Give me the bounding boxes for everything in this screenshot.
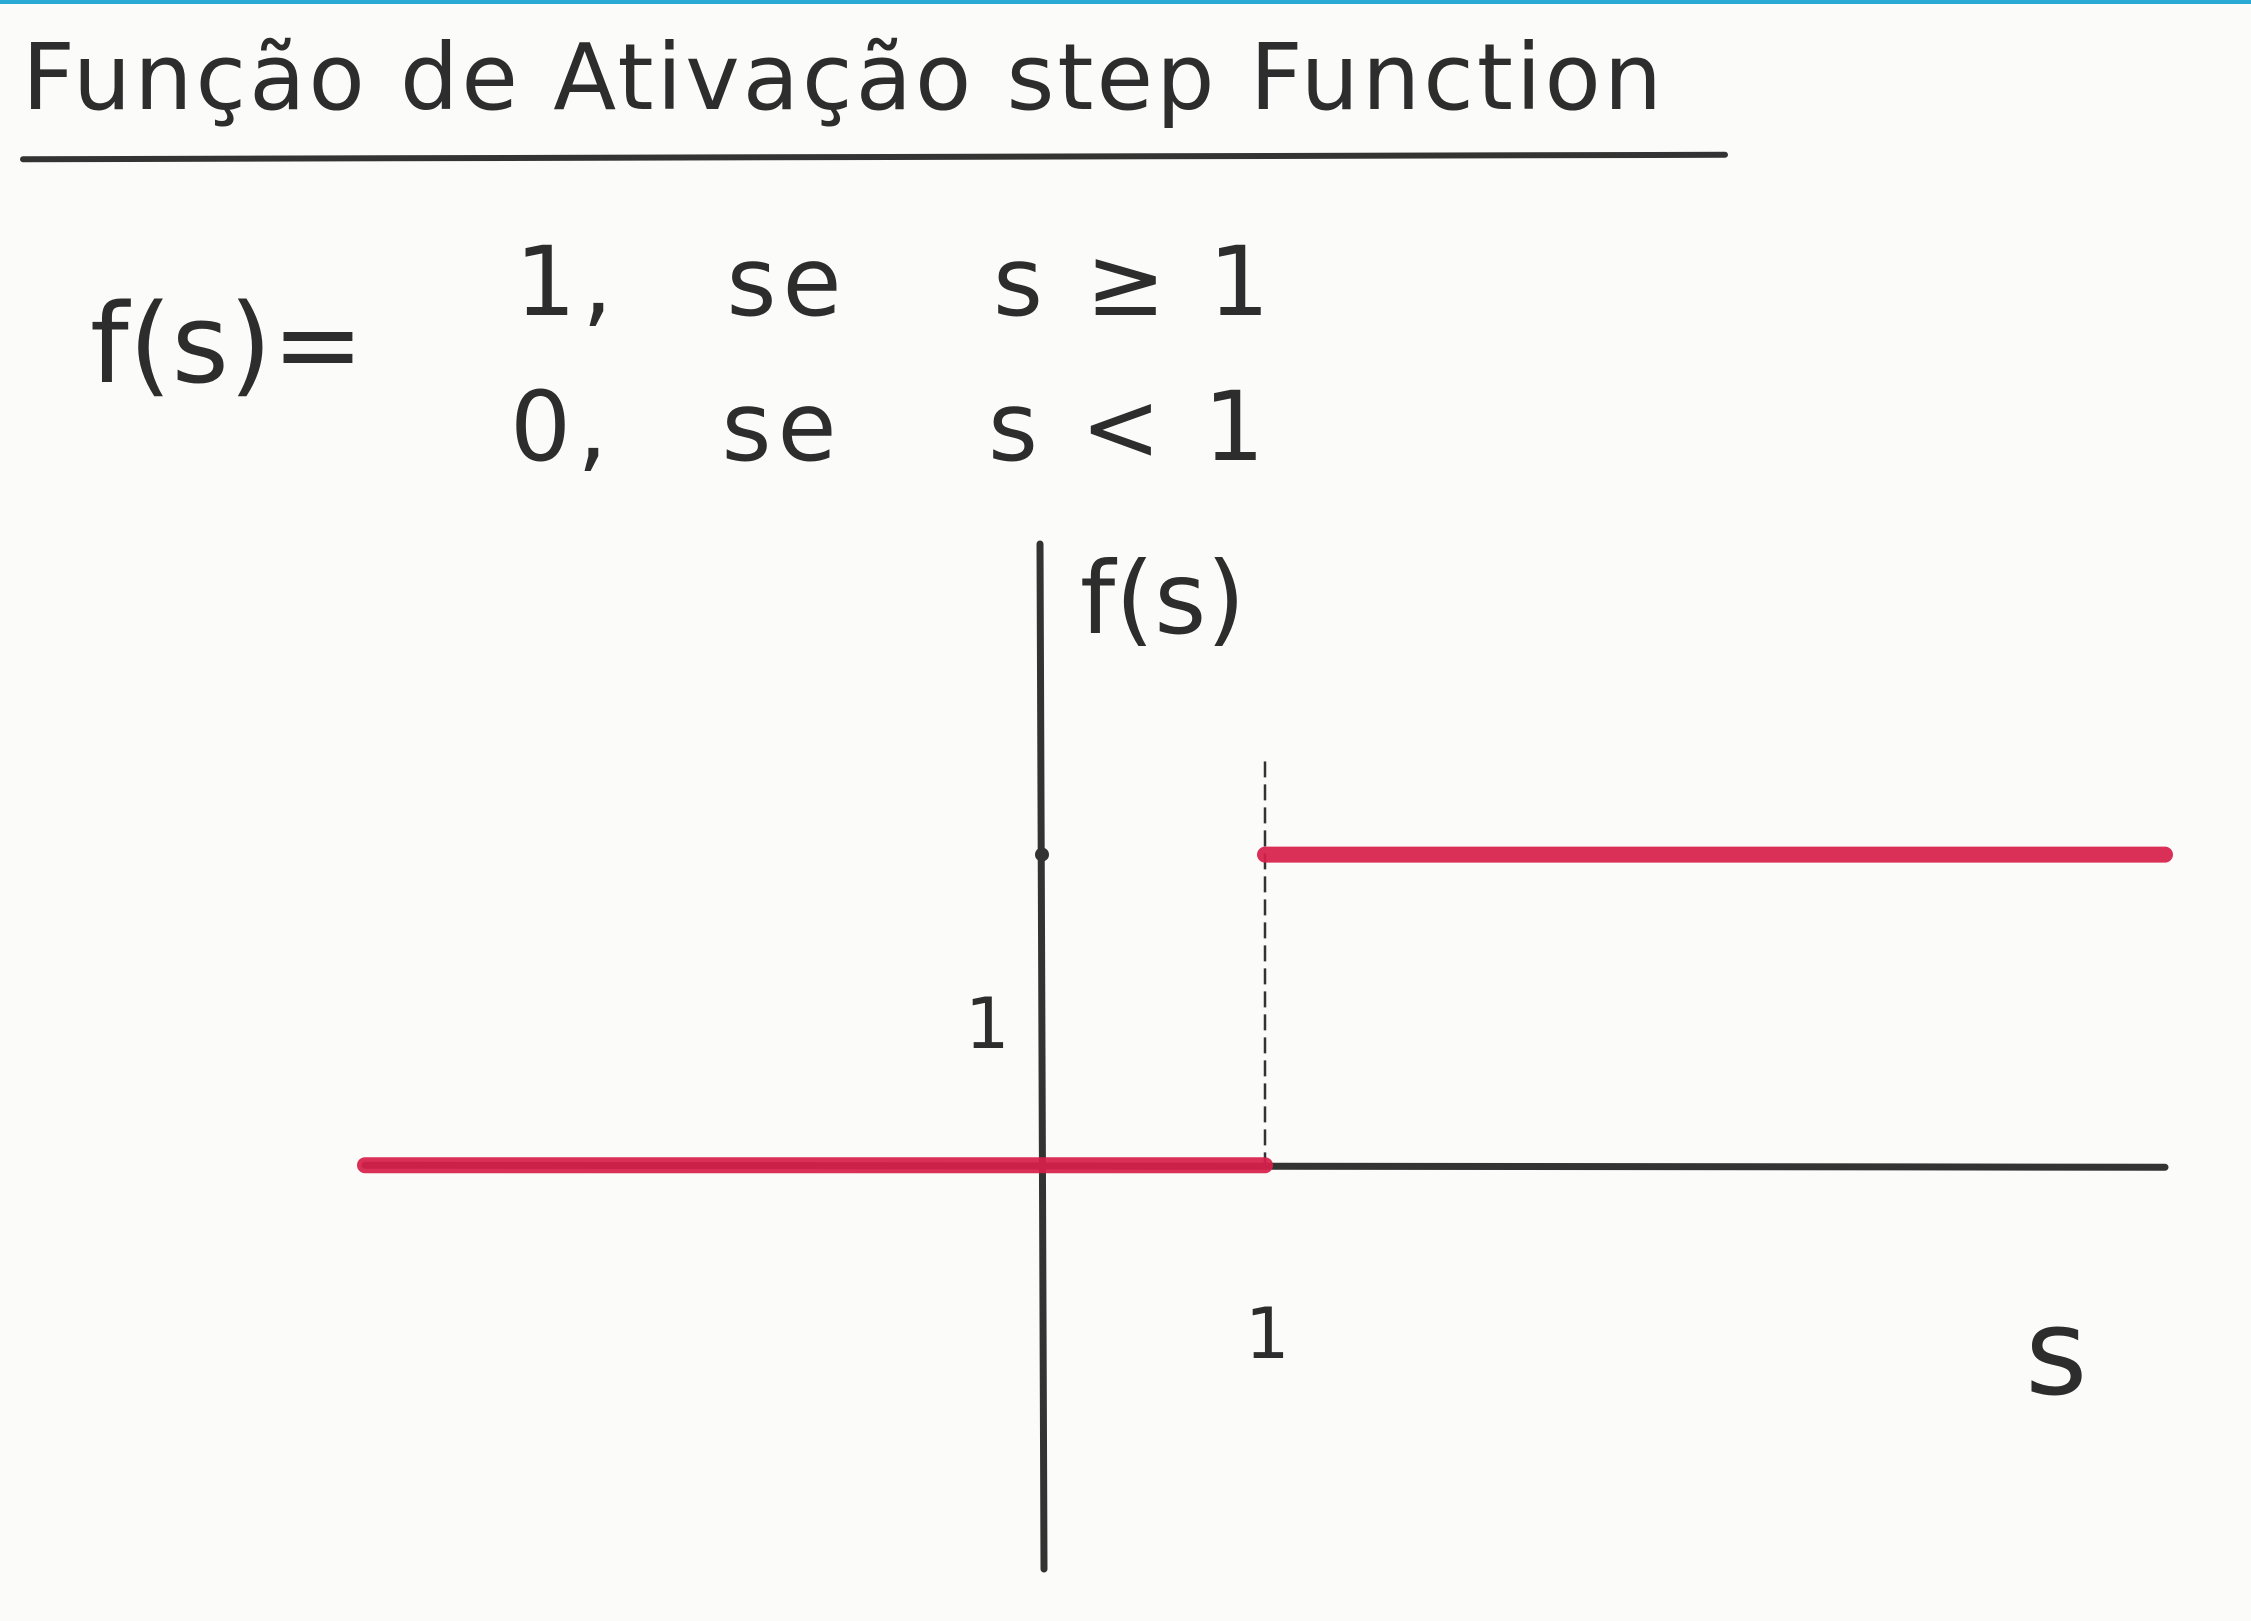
step-function-plot bbox=[357, 540, 2173, 1573]
series-group bbox=[357, 846, 2173, 1174]
formula-lhs: f(s)= bbox=[90, 280, 365, 408]
x-axis-label: s bbox=[2025, 1284, 2088, 1423]
case-1-word: se bbox=[726, 226, 848, 338]
y-tick-mark bbox=[1035, 847, 1049, 862]
case-2-word: se bbox=[721, 371, 843, 483]
x-tick-label-1: 1 bbox=[1245, 1293, 1290, 1375]
y-tick-label-1: 1 bbox=[965, 983, 1010, 1065]
case-2-value: 0, bbox=[510, 371, 614, 483]
y-axis bbox=[1036, 540, 1048, 1573]
case-2-condition: s < 1 bbox=[988, 371, 1271, 483]
chart-title: Função de Ativação step Function bbox=[22, 24, 1666, 131]
formula-case-row-2: 0, se s < 1 bbox=[510, 379, 1271, 475]
case-1-condition: s ≥ 1 bbox=[993, 226, 1276, 338]
y-axis-label: f(s) bbox=[1080, 540, 1246, 657]
case-1-value: 1, bbox=[515, 226, 619, 338]
formula-case-row-1: 1, se s ≥ 1 bbox=[515, 234, 1276, 330]
